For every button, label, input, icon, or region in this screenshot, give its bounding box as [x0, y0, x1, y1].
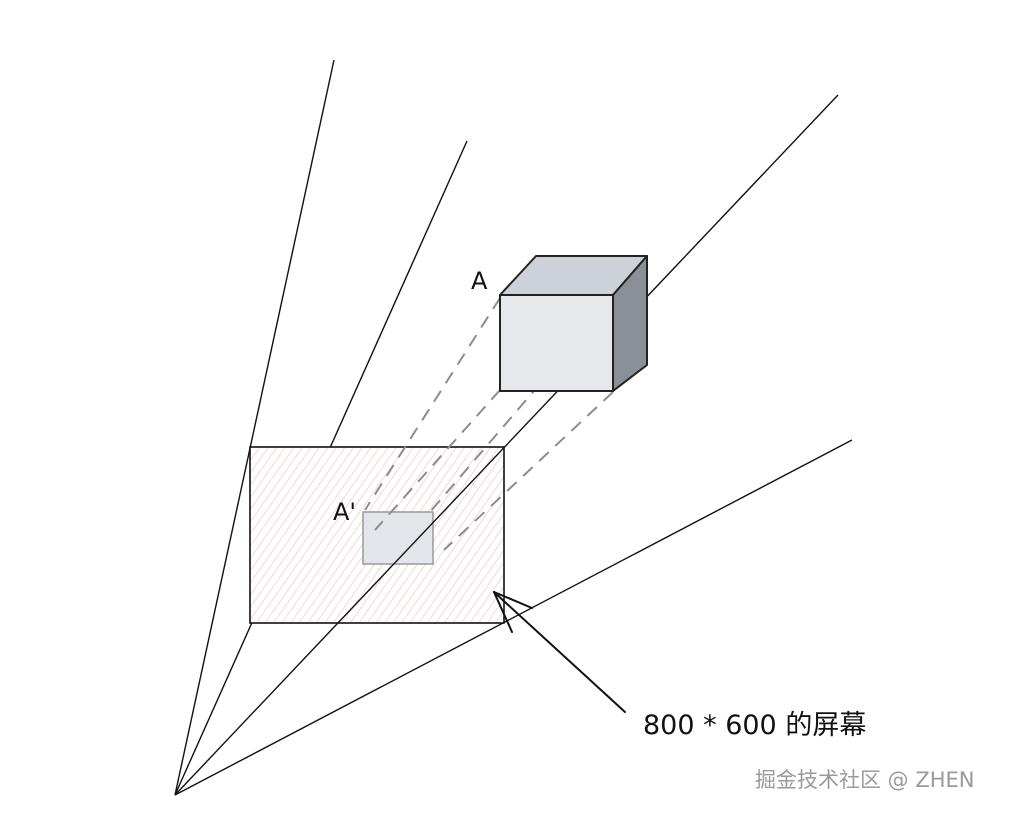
label-point-a: A: [471, 267, 488, 295]
frustum-ray-3: [174, 94, 839, 796]
projection-line: [443, 391, 614, 551]
projected-image: [362, 511, 434, 565]
caption-arrow: [493, 591, 626, 713]
projection-line: [374, 389, 501, 531]
cube-object: [499, 255, 648, 392]
label-point-a-prime: A': [333, 498, 356, 526]
frustum-ray-1: [174, 59, 335, 796]
projection-line: [364, 297, 501, 511]
cube-front-face: [499, 294, 614, 392]
watermark: 掘金技术社区 @ ZHEN: [755, 768, 975, 792]
screen-caption: 800 * 600 的屏幕: [643, 710, 866, 741]
frustum-ray-4: [174, 439, 853, 796]
